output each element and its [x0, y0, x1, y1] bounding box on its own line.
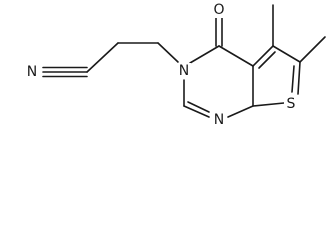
- atom-label-n1: N: [214, 112, 224, 128]
- ring-bond-n3-c4: [189, 45, 220, 64]
- ring-bond-c7a-n1: [227, 105, 254, 118]
- atom-n1: N: [212, 112, 226, 128]
- thiophene-bond-c6-s: [297, 61, 301, 95]
- atom-label-n3: N: [179, 63, 189, 79]
- atom-sulfur: S: [284, 96, 297, 112]
- atom-carbonyl-o: O: [212, 2, 226, 18]
- chain-bond-3: [157, 42, 179, 63]
- atom-label-carbonyl-o: O: [213, 2, 224, 18]
- atom-label-nitrile-n: N: [27, 64, 37, 80]
- molecule-structure: N O N N S: [25, 2, 326, 128]
- ring-bond-n1-c2: [183, 105, 210, 118]
- chain-bond-1: [86, 42, 119, 73]
- atom-labels: N O N N S: [25, 2, 297, 128]
- thiophene-bond-c5-c6: [272, 45, 301, 63]
- thiophene-bond-c4a-c5-double: [258, 51, 276, 69]
- atom-label-sulfur: S: [287, 96, 296, 112]
- atom-n3: N: [177, 63, 191, 79]
- bonds: [42, 4, 326, 118]
- thiophene-bond-s-c7a: [252, 102, 285, 107]
- atom-nitrile-n: N: [25, 64, 39, 80]
- thiophene-bond-c4a-c5: [252, 45, 274, 67]
- methyl-bond-c6: [299, 36, 326, 63]
- ring-bond-c4-c4a: [218, 45, 254, 67]
- ring-bond-n1-c2-double: [187, 101, 210, 113]
- structure-drawing: N O N N S: [25, 2, 326, 128]
- thiophene-bond-c6-s-double: [291, 65, 295, 93]
